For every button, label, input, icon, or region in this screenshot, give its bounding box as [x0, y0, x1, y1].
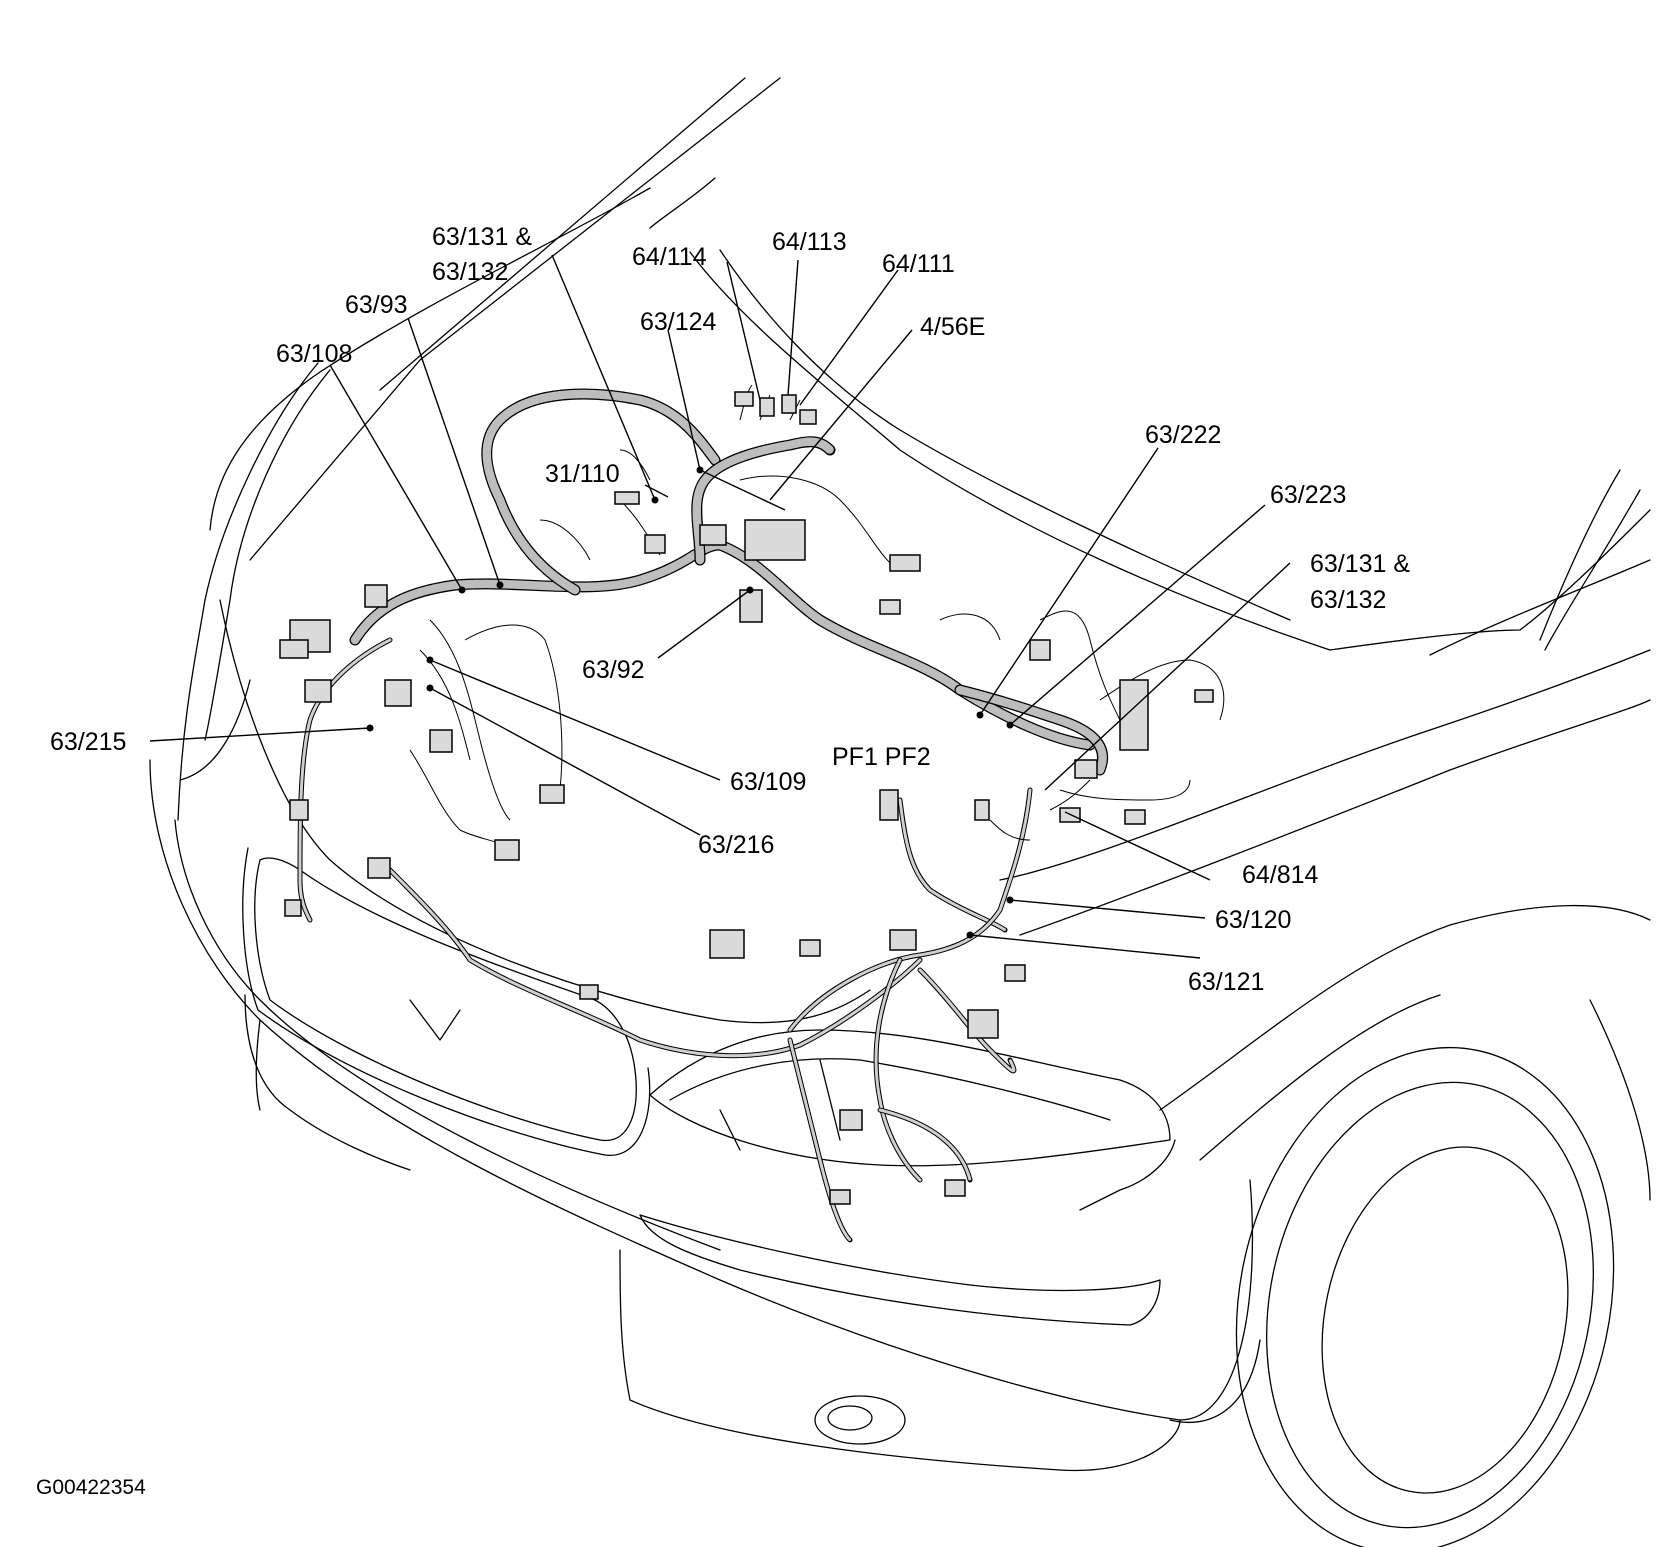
connector	[889, 554, 921, 572]
label-31-110: 31/110	[545, 460, 620, 488]
connector	[744, 519, 806, 561]
connector	[367, 857, 391, 879]
car-body-outline	[149, 77, 1651, 1547]
callout-labels: 63/131 & 63/132 64/114 64/113 64/111 4/5…	[36, 223, 1410, 1499]
label-pf1-pf2: PF1 PF2	[832, 743, 931, 771]
connector	[364, 584, 388, 608]
connector	[384, 679, 412, 707]
connector	[944, 1179, 966, 1197]
connector	[279, 639, 309, 659]
connector	[494, 839, 520, 861]
label-63-131-132-right-line1: 63/131 &	[1310, 550, 1410, 578]
connector	[1124, 809, 1146, 825]
label-63-131-132-top-line2: 63/132	[432, 258, 508, 286]
label-63-121: 63/121	[1188, 968, 1264, 996]
label-63-215: 63/215	[50, 728, 126, 756]
label-63-93: 63/93	[345, 291, 408, 319]
connector	[974, 799, 990, 821]
connector	[759, 397, 775, 417]
connector	[829, 1189, 851, 1205]
label-63-131-132-right-line2: 63/132	[1310, 586, 1386, 614]
connector	[1194, 689, 1214, 703]
leader-lines	[149, 254, 1291, 959]
connector	[799, 939, 821, 957]
connector	[699, 524, 727, 546]
connector	[289, 799, 309, 821]
label-63-92: 63/92	[582, 656, 645, 684]
connector	[304, 679, 332, 703]
connector	[1074, 759, 1098, 779]
figure-id: G00422354	[36, 1476, 146, 1499]
label-64-814: 64/814	[1242, 861, 1319, 889]
label-4-56e: 4/56E	[920, 313, 985, 341]
connector	[644, 534, 666, 554]
connector	[799, 409, 817, 425]
connector	[889, 929, 917, 951]
connector	[429, 729, 453, 753]
label-63-120: 63/120	[1215, 906, 1291, 934]
label-63-222: 63/222	[1145, 421, 1221, 449]
label-63-223: 63/223	[1270, 481, 1346, 509]
label-63-216: 63/216	[698, 831, 774, 859]
connector	[1029, 639, 1051, 661]
connector	[284, 899, 302, 917]
label-63-109: 63/109	[730, 768, 806, 796]
connector	[879, 599, 901, 615]
connector	[781, 394, 797, 414]
label-63-124: 63/124	[640, 308, 717, 336]
connector	[839, 1109, 863, 1131]
label-63-131-132-top-line1: 63/131 &	[432, 223, 532, 251]
connectors	[279, 391, 1214, 1205]
connector	[539, 784, 565, 804]
connector	[967, 1009, 999, 1039]
connector	[879, 789, 899, 821]
label-64-111: 64/111	[882, 250, 955, 278]
label-64-113: 64/113	[772, 228, 847, 256]
connector	[579, 984, 599, 1000]
label-63-108: 63/108	[276, 340, 352, 368]
connector	[734, 391, 754, 407]
connector	[1004, 964, 1026, 982]
connector	[709, 929, 745, 959]
connector	[1119, 679, 1149, 751]
label-64-114: 64/114	[632, 243, 707, 271]
connector	[614, 491, 640, 505]
